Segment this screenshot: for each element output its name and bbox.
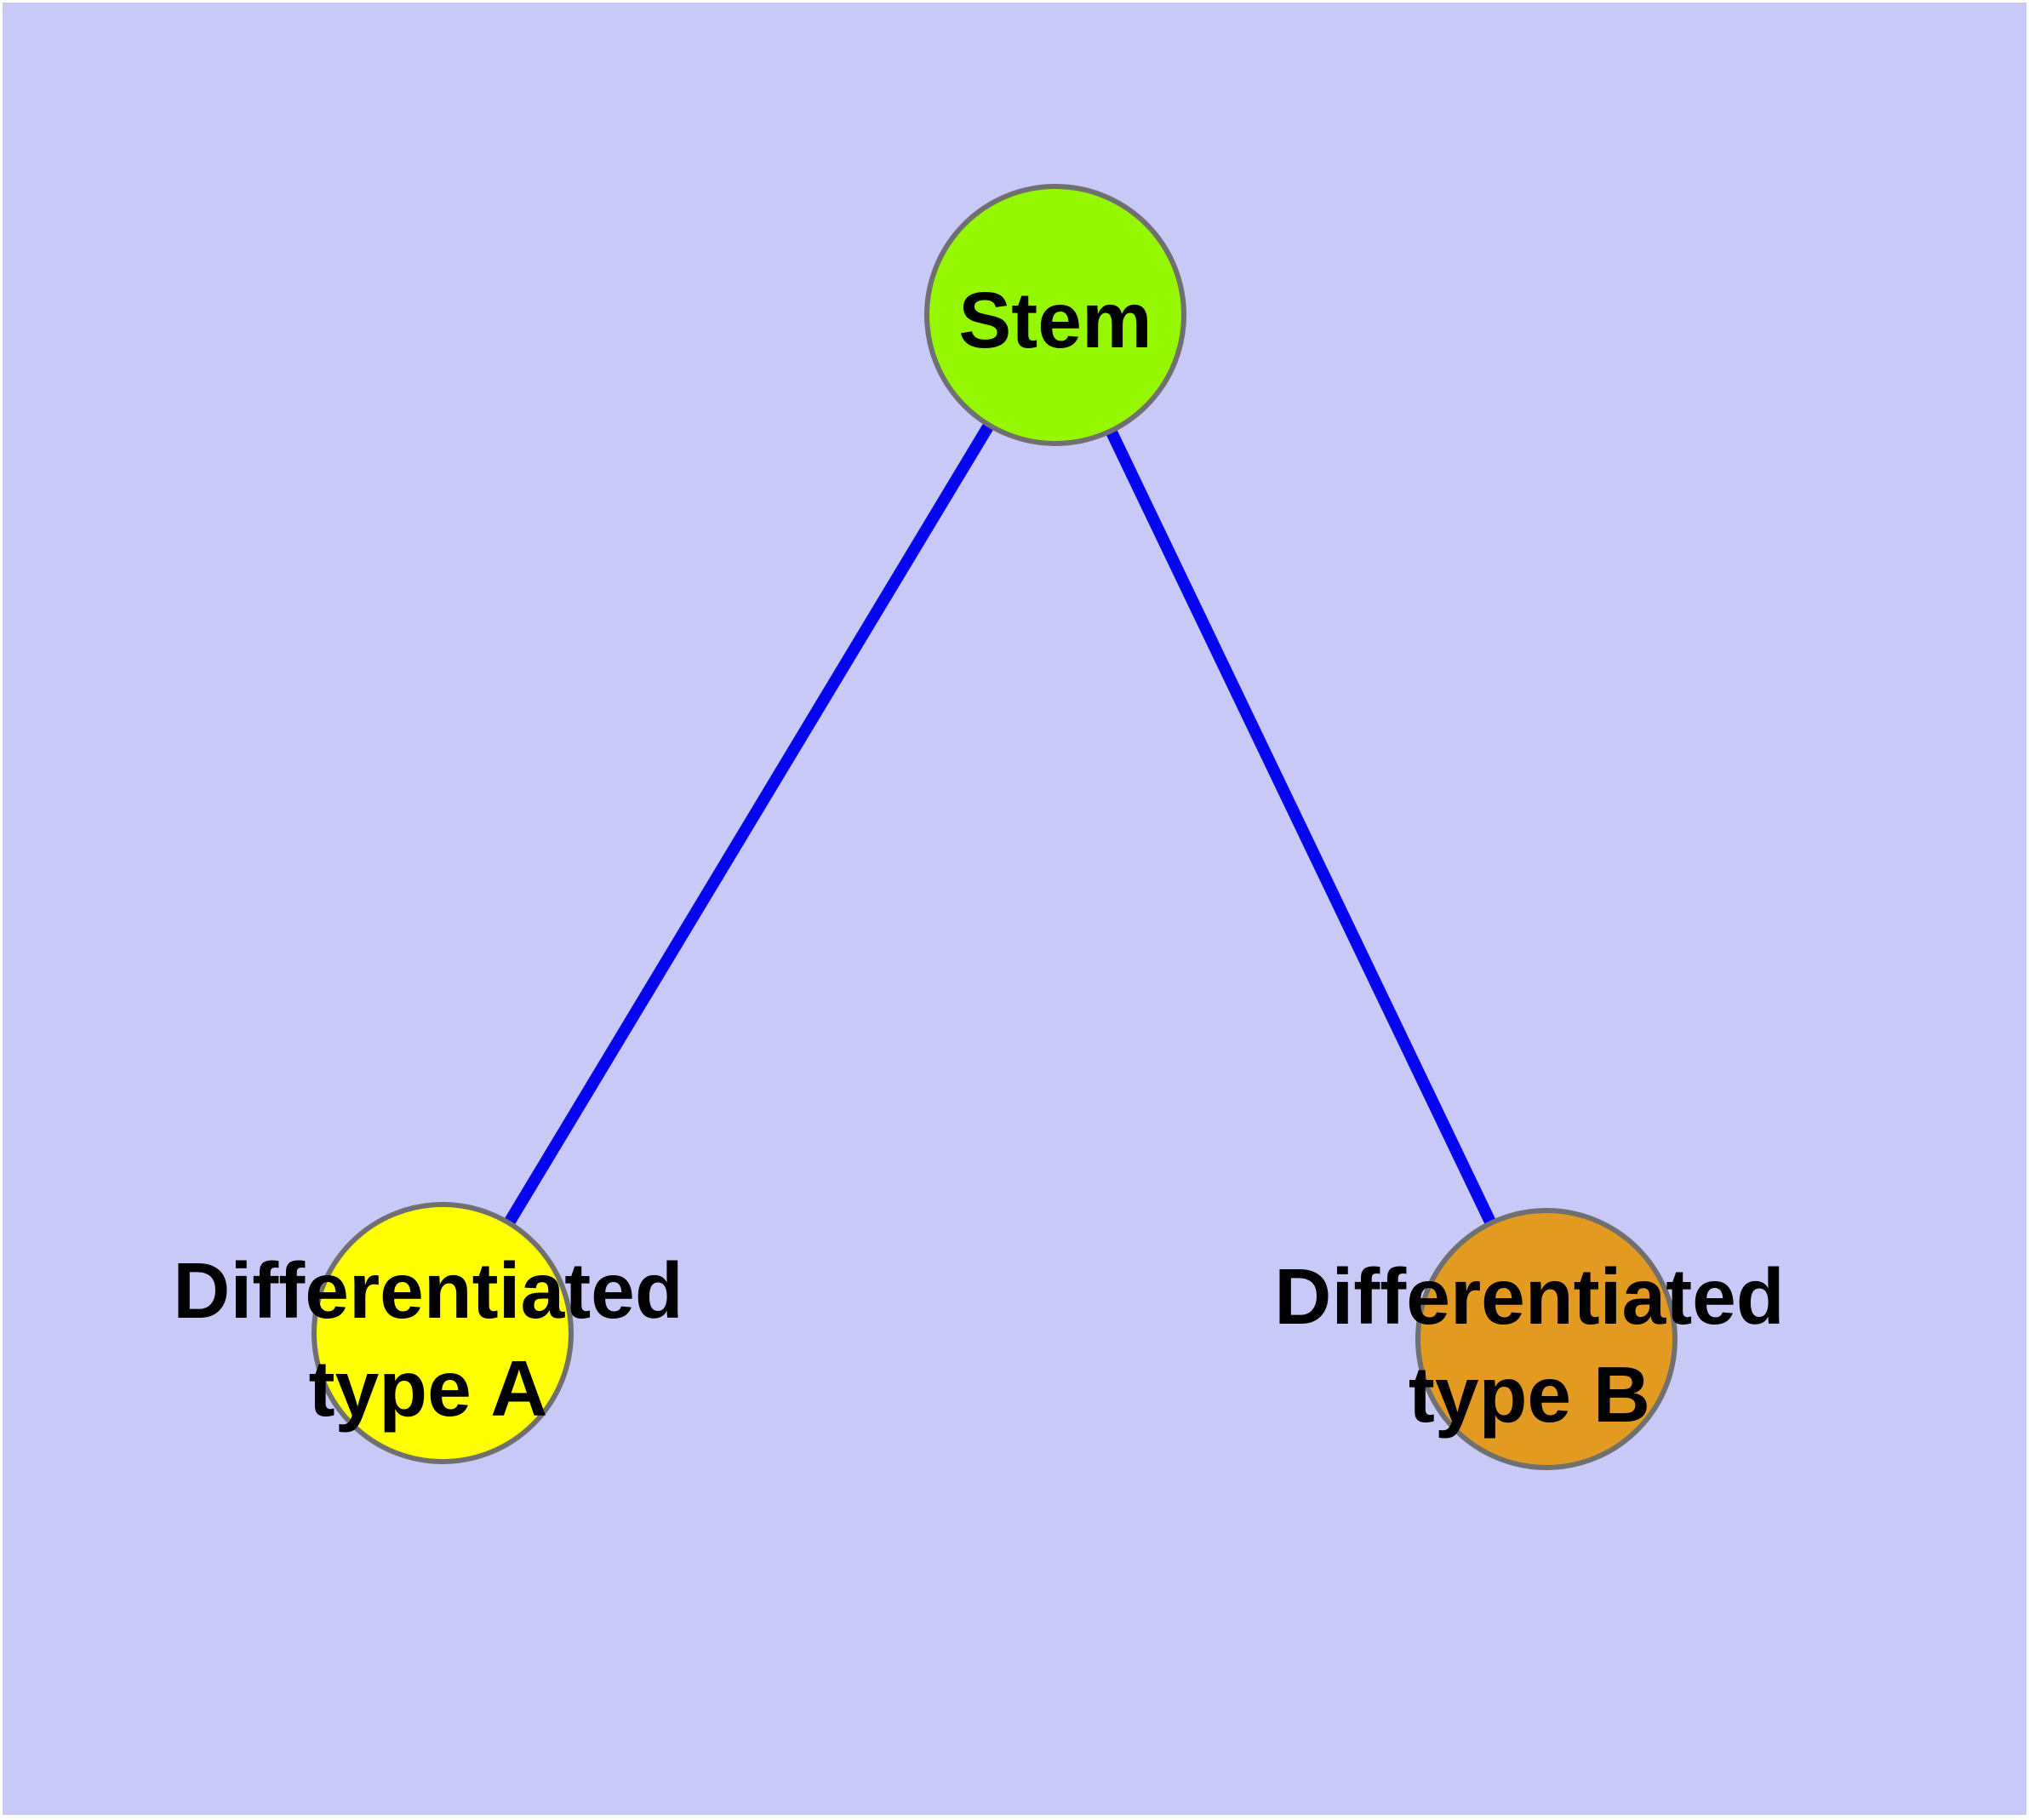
node-differentiated-type-b-circle [1415, 1208, 1677, 1470]
node-differentiated-type-b-label-line2: type B [1409, 1350, 1650, 1439]
nodes-layer [311, 184, 1677, 1470]
node-differentiated-type-a-label-line1: Differentiated [173, 1246, 683, 1335]
edge-stem-to-type-a [437, 312, 1060, 1336]
node-stem-circle [924, 184, 1186, 446]
labels-layer: Stem Differentiated type A Differentiate… [173, 276, 1784, 1439]
node-differentiated-type-b-label-line1: Differentiated [1274, 1252, 1784, 1341]
node-differentiated-type-a-circle [311, 1202, 574, 1464]
edges-layer [437, 312, 1552, 1342]
node-stem-label: Stem [958, 276, 1152, 364]
edge-stem-to-type-b [1049, 312, 1552, 1342]
node-differentiated-type-a-label-line2: type A [309, 1344, 548, 1433]
